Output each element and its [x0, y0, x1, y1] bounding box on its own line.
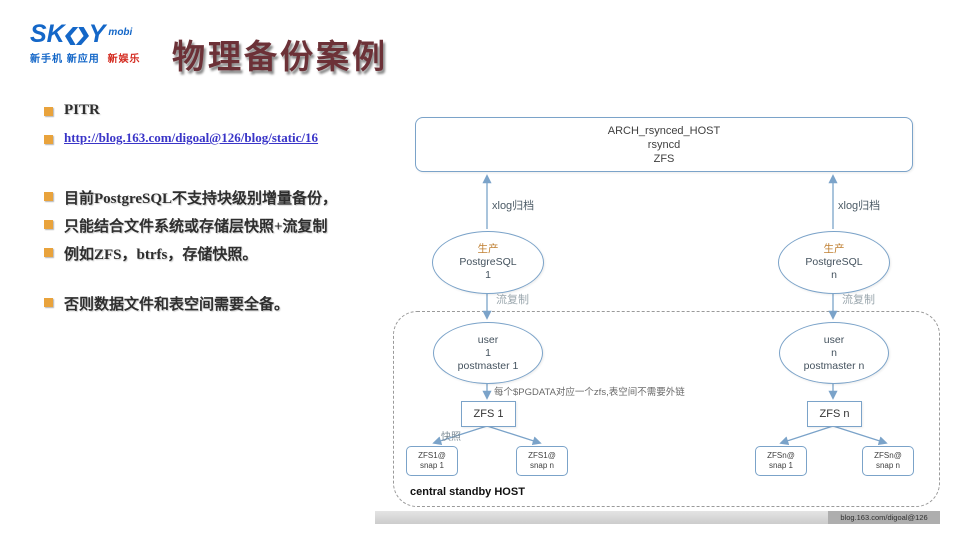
central-standby-host-label: central standby HOST: [410, 486, 525, 498]
zfs-n-node: ZFS n: [807, 401, 862, 427]
slide-title: 物理备份案例: [172, 38, 388, 75]
bullet-item: PITR: [44, 102, 100, 119]
prod-index: 1: [485, 269, 491, 281]
prod-label: 生产: [823, 243, 845, 255]
snapshot-node: ZFSn@ snap n: [862, 446, 914, 476]
bullet-text: 目前PostgreSQL不支持块级别增量备份，: [64, 191, 338, 207]
logo-tagline: 新手机 新应用 新娱乐: [30, 50, 141, 65]
prod-index: n: [831, 269, 837, 281]
snap-index: snap n: [875, 461, 901, 470]
snapshot-node: ZFSn@ snap 1: [755, 446, 807, 476]
bullet-item: 否则数据文件和表空间需要全备。: [44, 293, 289, 314]
central-standby-host-container: central standby HOST: [393, 311, 940, 507]
bullet-item: 目前PostgreSQL不支持块级别增量备份，: [44, 187, 337, 208]
logo-text-sk: SK: [30, 20, 65, 48]
user-index: 1: [485, 346, 491, 359]
bullet-square-icon: [44, 135, 53, 144]
prod-engine: PostgreSQL: [459, 256, 517, 268]
stream-replication-label-right: 流复制: [842, 294, 875, 306]
postmaster-label: postmaster n: [803, 359, 865, 372]
bullet-square-icon: [44, 107, 53, 116]
snap-index: snap n: [529, 461, 555, 470]
bullet-square-icon: [44, 298, 53, 307]
arch-host-line1: ARCH_rsynced_HOST: [607, 124, 721, 137]
user-postmaster-1-node: user 1 postmaster 1: [433, 322, 543, 384]
bullet-item: http://blog.163.com/digoal@126/blog/stat…: [44, 130, 318, 146]
prod-engine: PostgreSQL: [805, 256, 863, 268]
prod-postgresql-n-node: 生产 PostgreSQL n: [778, 231, 890, 294]
zfs-1-node: ZFS 1: [461, 401, 516, 427]
postmaster-label: postmaster 1: [457, 359, 519, 372]
pgdata-note: 每个$PGDATA对应一个zfs,表空间不需要外链: [494, 387, 685, 398]
sky-mobi-logo: SK Y mobi 新手机 新应用 新娱乐: [30, 20, 141, 66]
bullet-item: 只能结合文件系统或存储层快照+流复制: [44, 215, 328, 236]
bullet-text: 例如ZFS，btrfs，存储快照。: [64, 247, 258, 263]
snapshot-label: 快照: [441, 432, 461, 443]
tagline-blue-text: 新手机 新应用: [30, 54, 100, 65]
snap-name: ZFS1@: [528, 451, 556, 460]
bullet-square-icon: [44, 192, 53, 201]
logo-wordmark: SK Y mobi: [30, 20, 141, 47]
snap-name: ZFS1@: [418, 451, 446, 460]
user-label: user: [477, 333, 499, 346]
bullet-text: 否则数据文件和表空间需要全备。: [64, 297, 290, 313]
snap-name: ZFSn@: [874, 451, 902, 460]
stream-replication-label-left: 流复制: [496, 294, 529, 306]
xlog-archive-label-left: xlog归档: [492, 200, 535, 212]
tagline-red-text: 新娱乐: [107, 54, 141, 65]
logo-text-mobi: mobi: [108, 27, 133, 38]
arch-host-line3: ZFS: [653, 152, 675, 165]
prod-label: 生产: [477, 243, 499, 255]
snap-index: snap 1: [419, 461, 445, 470]
bullet-square-icon: [44, 248, 53, 257]
bullet-text: PITR: [64, 102, 100, 118]
blog-link[interactable]: http://blog.163.com/digoal@126/blog/stat…: [64, 130, 319, 145]
bullet-item: 例如ZFS，btrfs，存储快照。: [44, 243, 257, 264]
logo-text-y: Y: [88, 20, 106, 48]
footer-bar: blog.163.com/digoal@126: [375, 511, 940, 524]
prod-postgresql-1-node: 生产 PostgreSQL 1: [432, 231, 544, 294]
snap-name: ZFSn@: [767, 451, 795, 460]
user-postmaster-n-node: user n postmaster n: [779, 322, 889, 384]
bullet-square-icon: [44, 220, 53, 229]
snap-index: snap 1: [768, 461, 794, 470]
footer-url: blog.163.com/digoal@126: [828, 511, 940, 524]
arch-host-line2: rsyncd: [647, 138, 681, 151]
user-label: user: [823, 333, 845, 346]
bullet-text: 只能结合文件系统或存储层快照+流复制: [64, 219, 328, 235]
snapshot-node: ZFS1@ snap 1: [406, 446, 458, 476]
xlog-archive-label-right: xlog归档: [838, 200, 881, 212]
snapshot-node: ZFS1@ snap n: [516, 446, 568, 476]
user-index: n: [831, 346, 837, 359]
arch-host-node: ARCH_rsynced_HOST rsyncd ZFS: [415, 117, 913, 172]
